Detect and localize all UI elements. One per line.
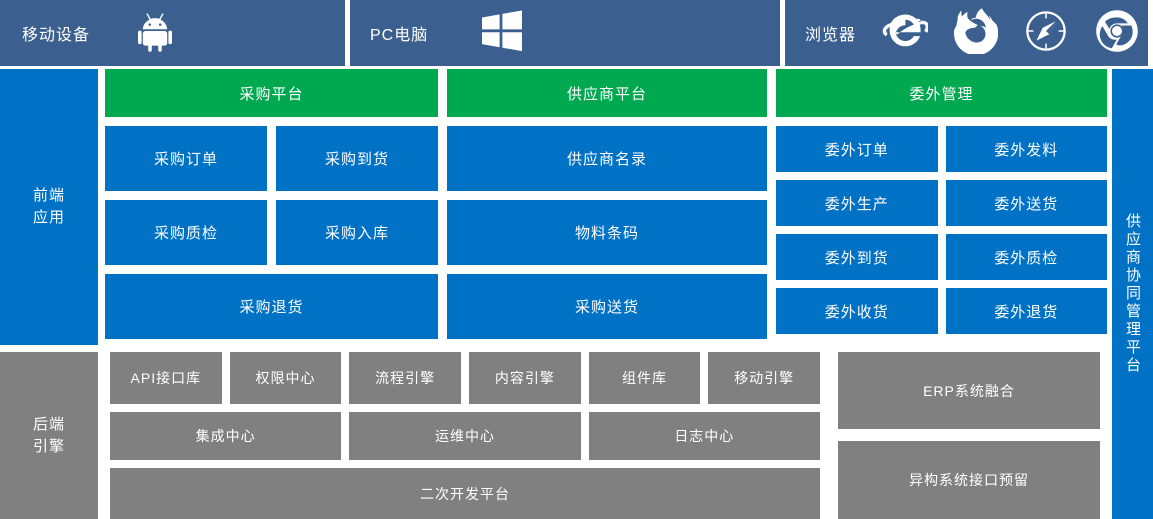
safari-icon xyxy=(1024,8,1068,59)
backend-side-label-line2: 引擎 xyxy=(32,437,65,455)
backend-side-label: 后端 引擎 xyxy=(0,352,98,519)
topbar-segment-browser[interactable]: 浏览器 xyxy=(785,0,1148,66)
module-tile[interactable]: 委外订单 xyxy=(776,126,938,172)
frontend-side-label-line1: 前端 xyxy=(32,187,65,204)
frontend-side-label-line2: 应用 xyxy=(32,209,65,226)
engine-tile[interactable]: 移动引擎 xyxy=(708,352,821,404)
frontend-header-purchase[interactable]: 采购平台 xyxy=(105,69,438,117)
topbar-icons-mobile xyxy=(90,10,345,57)
frontend-row: 采购质检 采购入库 xyxy=(105,200,438,265)
module-tile[interactable]: 委外到货 xyxy=(776,234,938,280)
backend-side-label-line1: 后端 xyxy=(32,415,65,433)
platform-rail: 供应商协同管理平台 xyxy=(1112,69,1153,519)
frontend-row: 委外收货 委外退货 xyxy=(776,288,1107,334)
topbar-divider-2 xyxy=(780,0,785,66)
module-tile[interactable]: 委外收货 xyxy=(776,288,938,334)
backend-main-grid: API接口库 权限中心 流程引擎 内容引擎 组件库 移动引擎 集成中心 运维中心… xyxy=(110,352,821,519)
frontend-row: 委外订单 委外发料 xyxy=(776,126,1107,172)
android-icon xyxy=(138,10,178,57)
frontend-section: 前端 应用 采购平台 采购订单 采购到货 采购质检 采购入库 采购退货 供 xyxy=(0,69,1107,345)
integration-tile-erp[interactable]: ERP系统融合 xyxy=(838,352,1100,429)
engine-tile[interactable]: 内容引擎 xyxy=(469,352,581,404)
internet-explorer-icon xyxy=(882,8,930,59)
device-topbar: 移动设备 xyxy=(0,0,1153,66)
engine-tile[interactable]: 权限中心 xyxy=(229,352,342,404)
backend-row: 二次开发平台 xyxy=(110,468,820,519)
frontend-column-supplier: 供应商平台 供应商名录 物料条码 采购送货 xyxy=(447,69,767,345)
frontend-columns: 采购平台 采购订单 采购到货 采购质检 采购入库 采购退货 供应商平台 供应商名… xyxy=(105,69,1107,345)
frontend-column-outsourcing: 委外管理 委外订单 委外发料 委外生产 委外送货 委外到货 委外质检 xyxy=(776,69,1107,345)
topbar-icons-browser xyxy=(856,7,1148,59)
topbar-label-pc: PC电脑 xyxy=(370,27,429,44)
integration-tile-hetero[interactable]: 异构系统接口预留 xyxy=(838,441,1100,519)
module-tile[interactable]: 采购入库 xyxy=(276,200,438,265)
chrome-icon xyxy=(1094,8,1140,59)
topbar-label-browser: 浏览器 xyxy=(805,27,857,44)
topbar-segment-pc[interactable]: PC电脑 xyxy=(350,0,780,66)
frontend-header-supplier[interactable]: 供应商平台 xyxy=(447,69,767,117)
engine-tile[interactable]: 日志中心 xyxy=(588,412,820,460)
module-tile[interactable]: 采购送货 xyxy=(447,274,767,339)
topbar-segment-mobile[interactable]: 移动设备 xyxy=(0,0,345,66)
platform-rail-label: 供应商协同管理平台 xyxy=(1124,213,1141,375)
module-tile[interactable]: 供应商名录 xyxy=(447,126,767,191)
backend-section: 后端 引擎 API接口库 权限中心 流程引擎 内容引擎 组件库 移动引擎 集成中… xyxy=(0,352,1107,519)
firefox-icon xyxy=(954,7,999,59)
frontend-row: 委外生产 委外送货 xyxy=(776,180,1107,226)
frontend-side-label: 前端 应用 xyxy=(0,69,98,345)
module-tile[interactable]: 采购订单 xyxy=(105,126,267,191)
frontend-outsourcing-stack: 委外订单 委外发料 委外生产 委外送货 委外到货 委外质检 委外收货 委外退货 xyxy=(776,126,1107,334)
module-tile[interactable]: 采购质检 xyxy=(105,200,267,265)
topbar-label-mobile: 移动设备 xyxy=(22,27,91,44)
module-tile[interactable]: 委外质检 xyxy=(945,234,1107,280)
module-tile[interactable]: 委外送货 xyxy=(945,180,1107,226)
module-tile[interactable]: 采购退货 xyxy=(105,274,438,339)
module-tile[interactable]: 委外生产 xyxy=(776,180,938,226)
engine-tile[interactable]: API接口库 xyxy=(110,352,222,404)
engine-tile[interactable]: 流程引擎 xyxy=(349,352,462,404)
engine-tile[interactable]: 集成中心 xyxy=(110,412,342,460)
topbar-icons-pc xyxy=(428,9,780,58)
frontend-row: 委外到货 委外质检 xyxy=(776,234,1107,280)
frontend-row: 采购订单 采购到货 xyxy=(105,126,438,191)
backend-row: 集成中心 运维中心 日志中心 xyxy=(110,412,820,460)
frontend-header-outsourcing[interactable]: 委外管理 xyxy=(776,69,1107,117)
backend-row: API接口库 权限中心 流程引擎 内容引擎 组件库 移动引擎 xyxy=(110,352,821,404)
module-tile[interactable]: 物料条码 xyxy=(447,200,767,265)
engine-tile[interactable]: 组件库 xyxy=(588,352,701,404)
engine-tile[interactable]: 二次开发平台 xyxy=(110,468,820,519)
frontend-column-purchase: 采购平台 采购订单 采购到货 采购质检 采购入库 采购退货 xyxy=(105,69,438,345)
module-tile[interactable]: 委外退货 xyxy=(945,288,1107,334)
engine-tile[interactable]: 运维中心 xyxy=(349,412,581,460)
module-tile[interactable]: 委外发料 xyxy=(945,126,1107,172)
topbar-divider-1 xyxy=(345,0,350,66)
windows-icon xyxy=(480,9,524,58)
backend-integration-group: ERP系统融合 异构系统接口预留 xyxy=(838,352,1100,519)
module-tile[interactable]: 采购到货 xyxy=(276,126,438,191)
